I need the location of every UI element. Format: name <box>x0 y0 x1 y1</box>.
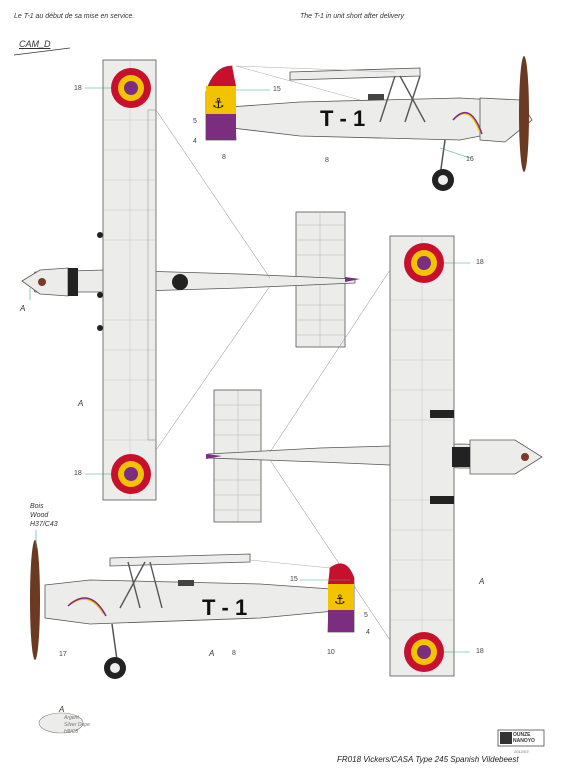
roundel-bottom-upper <box>404 243 444 283</box>
callout-18-c: 18 <box>476 259 484 266</box>
footer-title: FR018 Vickers/CASA Type 245 Spanish Vild… <box>337 755 519 764</box>
bottom-plan-view <box>206 235 543 677</box>
callout-5-a: 5 <box>193 118 197 125</box>
callout-16: 16 <box>466 156 474 163</box>
code-left: T - 1 <box>202 595 247 620</box>
footer-logo: OUNZE NANOYO <box>513 732 535 744</box>
footer-small: 2012/03 <box>514 749 529 754</box>
prop-note-1: Bois <box>30 503 44 510</box>
label-A-3: A <box>479 577 485 586</box>
roundel-top-upper <box>111 68 151 108</box>
callout-8-b: 8 <box>325 157 329 164</box>
legend-A-1: Argent <box>64 715 79 721</box>
callout-8-c: 8 <box>232 650 236 657</box>
top-plan-view <box>21 59 360 501</box>
code-right: T - 1 <box>320 106 365 131</box>
legend-A-key: A <box>59 705 65 714</box>
label-A-1: A <box>20 304 26 313</box>
caption-right: The T-1 in unit short after delivery <box>300 13 405 20</box>
callout-15-b: 15 <box>290 576 298 583</box>
scheme-id: CAM_D <box>19 39 51 49</box>
roundel-top-lower <box>111 454 151 494</box>
callout-5-b: 5 <box>364 612 368 619</box>
legend-A-3: H8/C8 <box>64 729 79 735</box>
side-view-right: ⚓ T - 1 <box>205 56 533 191</box>
prop-note-3: H37/C43 <box>30 521 58 528</box>
callout-4-a: 4 <box>193 138 197 145</box>
svg-text:⚓: ⚓ <box>334 593 346 608</box>
side-view-left: ⚓ T - 1 <box>30 540 355 679</box>
callout-18-d: 18 <box>476 648 484 655</box>
roundel-bottom-lower <box>404 632 444 672</box>
callout-4-b: 4 <box>366 629 370 636</box>
callout-8-a: 8 <box>222 154 226 161</box>
label-A-4: A <box>209 649 215 658</box>
label-A-2: A <box>78 399 84 408</box>
callout-18-b: 18 <box>74 470 82 477</box>
svg-text:⚓: ⚓ <box>212 96 225 112</box>
callout-18-a: 18 <box>74 85 82 92</box>
legend-A-2: Silver Dope <box>64 722 90 728</box>
callout-15-a: 15 <box>273 86 281 93</box>
callout-17: 17 <box>59 651 67 658</box>
prop-note-2: Wood <box>30 512 49 519</box>
callout-10: 10 <box>327 649 335 656</box>
caption-left: Le T-1 au début de sa mise en service. <box>14 13 135 20</box>
